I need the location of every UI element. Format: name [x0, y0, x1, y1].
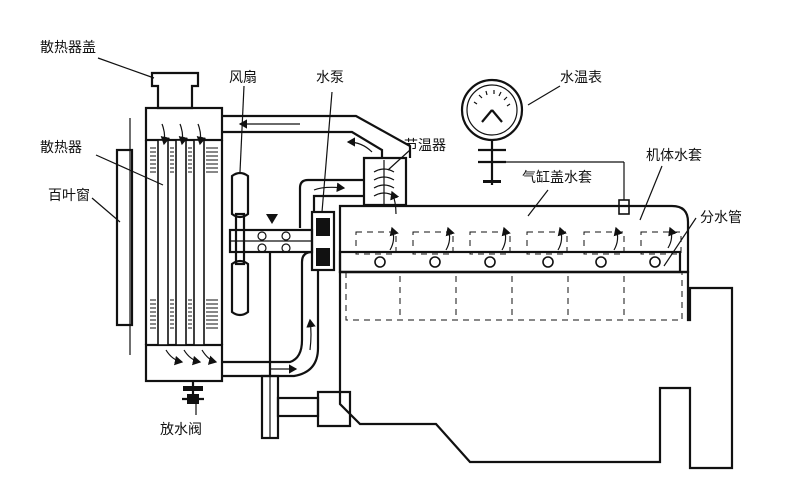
- leader-lines: [91, 57, 697, 415]
- head-jacket-cells: [355, 231, 682, 255]
- pulley: [260, 252, 320, 440]
- radiator-cap-shape: [150, 71, 200, 110]
- radiator: [144, 71, 224, 404]
- shutter-label: 百叶窗: [48, 187, 90, 204]
- block-jacket-cylinders: [345, 272, 683, 321]
- fan-label: 风扇: [229, 70, 257, 86]
- drain-valve: [182, 381, 204, 404]
- temp-gauge: [460, 78, 630, 215]
- fan: [230, 171, 250, 317]
- radiator-fins: [150, 147, 218, 329]
- distribution-pipe-label: 分水管: [700, 210, 742, 226]
- water-pump: [222, 178, 364, 378]
- upper-hose: [222, 114, 412, 158]
- temp-gauge-label: 水温表: [560, 70, 602, 86]
- distribution-pipe: [338, 250, 682, 274]
- radiator-label: 散热器: [40, 140, 82, 156]
- water-pump-label: 水泵: [316, 70, 344, 86]
- radiator-cap-label: 散热器盖: [40, 40, 96, 56]
- thermostat-label: 节温器: [404, 138, 446, 154]
- drain-valve-label: 放水阀: [160, 422, 202, 438]
- radiator-upper-tank: [144, 106, 224, 142]
- pipe-holes: [374, 256, 661, 268]
- block-jacket-label: 机体水套: [646, 148, 702, 164]
- labels: 散热器盖 散热器 百叶窗 风扇 水泵 节温器 水温表 气缸盖水套 机体水套 分水…: [40, 40, 742, 438]
- head-jacket-label: 气缸盖水套: [522, 169, 592, 186]
- engine: [316, 204, 734, 470]
- shutter: [115, 118, 134, 355]
